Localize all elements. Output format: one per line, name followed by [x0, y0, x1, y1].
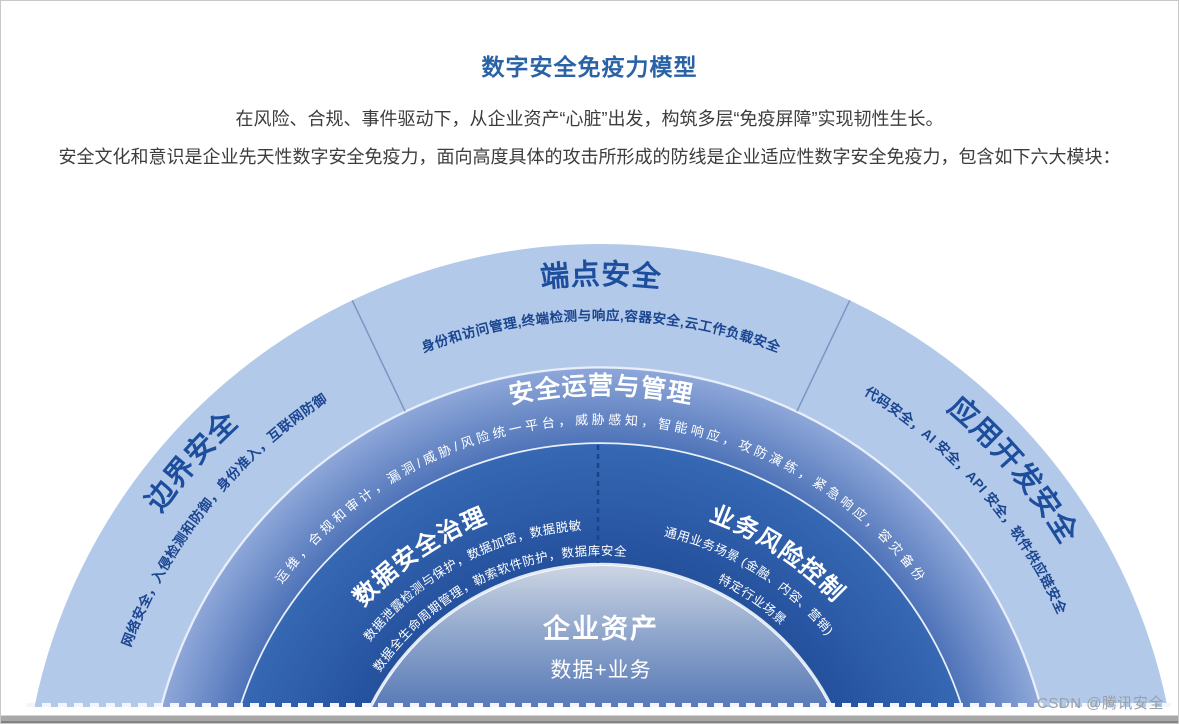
intro-line-2: 安全文化和意识是企业先天性数字安全免疫力，面向高度具体的攻击所形成的防线是企业适…	[58, 147, 1121, 167]
ring-separator-inner-core	[368, 562, 834, 707]
core-title: 企业资产	[543, 613, 659, 644]
core-subtitle: 数据+业务	[550, 659, 651, 682]
intro-line-1: 在风险、合规、事件驱动下，从企业资产“心脏”出发，构筑多层“免疫屏障”实现韧性生…	[235, 109, 944, 129]
outer-ring-arc	[34, 244, 1168, 707]
horizontal-scrollbar[interactable]	[1, 715, 1178, 723]
ring-separator-outer-middle	[160, 366, 1042, 707]
csdn-watermark: CSDN @腾讯安全	[1037, 695, 1164, 712]
outer-ring-divider-right	[796, 299, 851, 412]
core-sphere	[372, 566, 830, 707]
ring-separator-middle-inner	[239, 442, 963, 707]
outer-ring-divider-left	[351, 299, 406, 412]
middle-ring-arc	[162, 368, 1040, 707]
inner-ring-arc	[240, 444, 962, 707]
page-title: 数字安全免疫力模型	[481, 54, 698, 80]
